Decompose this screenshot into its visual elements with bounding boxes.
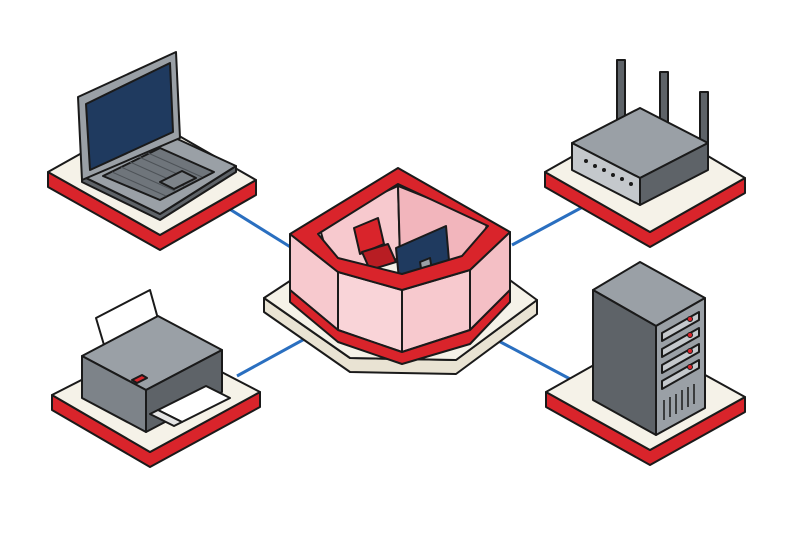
laptop-icon — [77, 51, 237, 221]
laptop-node — [47, 51, 257, 251]
security-booth-icon — [289, 167, 511, 365]
printer-node — [51, 289, 261, 468]
link-hub-server — [492, 336, 573, 382]
router-icon — [571, 59, 709, 206]
link-hub-router — [511, 200, 593, 247]
server-tower-icon — [592, 261, 706, 436]
firewall-hub — [263, 167, 538, 375]
printer-icon — [81, 289, 231, 433]
server-node — [545, 261, 746, 466]
connections — [214, 198, 593, 382]
router-node — [544, 59, 746, 248]
link-hub-printer — [236, 334, 311, 378]
